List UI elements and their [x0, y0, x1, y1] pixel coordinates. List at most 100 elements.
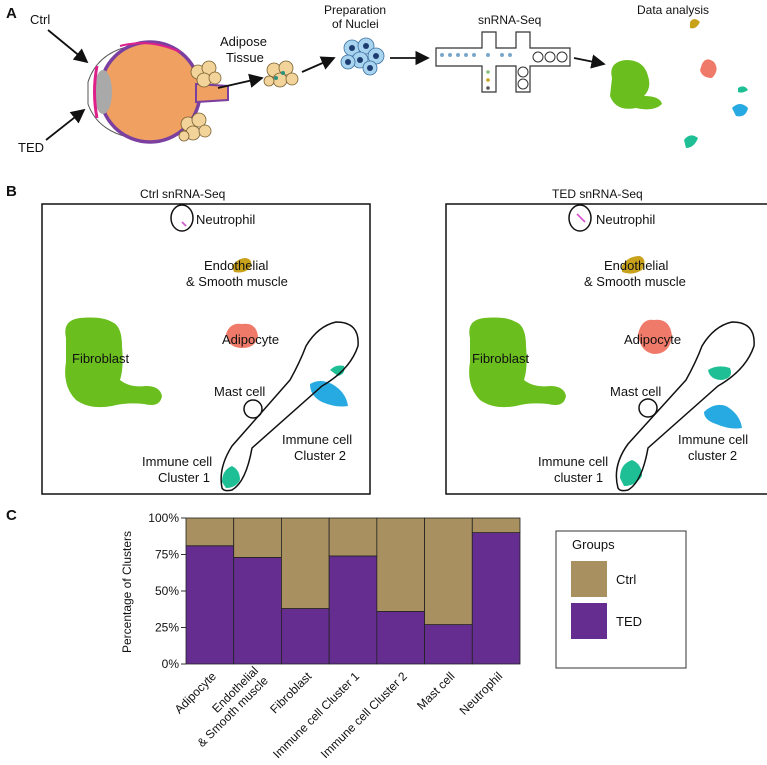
ctrl-immune-outline — [220, 321, 359, 492]
ted-adipocyte-label: Adipocyte — [624, 332, 681, 347]
eye-illustration — [87, 40, 229, 144]
y-tick-label: 100% — [148, 511, 179, 525]
arrow-to-nuclei — [301, 56, 336, 73]
adipose-cluster-top — [190, 60, 222, 88]
panel-a-letter: A — [6, 5, 17, 22]
prep-label-2: of Nuclei — [332, 17, 379, 31]
y-tick-label: 50% — [155, 584, 179, 598]
ctrl-mast-outline — [243, 399, 263, 419]
bar-ctrl-0 — [185, 517, 235, 547]
ctrl-endothelial-label-2: & Smooth muscle — [186, 274, 288, 289]
ted-endothelial-cluster — [622, 256, 645, 274]
ted-immune1-cluster — [620, 460, 642, 486]
bar-ctrl-4 — [376, 517, 425, 612]
x-tick-label: Immune cell Cluster 1 — [270, 669, 362, 761]
bar-ted-0 — [185, 545, 235, 665]
bar-ctrl-6 — [471, 517, 521, 534]
bar-ctrl-5 — [424, 517, 473, 625]
arrow-to-analysis — [573, 54, 606, 69]
ctrl-neutrophil-label: Neutrophil — [196, 212, 255, 227]
ctrl-immune1-cluster — [222, 466, 240, 488]
ctrl-label: Ctrl — [30, 12, 50, 27]
ted-endothelial-label-2: & Smooth muscle — [584, 274, 686, 289]
y-tick-label: 75% — [155, 548, 179, 562]
y-tick-label: 25% — [155, 621, 179, 635]
adipose-label-2: Tissue — [226, 50, 264, 65]
stacked-bars — [185, 517, 521, 665]
panel-b-letter: B — [6, 183, 17, 200]
ctrl-neutrophil-cluster — [181, 221, 187, 227]
ted-fibroblast-label: Fibroblast — [472, 351, 529, 366]
ted-immune2-cluster — [704, 404, 742, 429]
ctrl-neutrophil-outline — [170, 204, 194, 232]
legend-swatch-ted — [571, 603, 607, 639]
ted-immune2-label-2: cluster 2 — [688, 448, 737, 463]
legend-label-ted: TED — [616, 614, 642, 629]
ctrl-umap-title: Ctrl snRNA-Seq — [140, 187, 225, 201]
ctrl-arrow — [47, 29, 89, 64]
x-tick-label: Endothelial& Smooth muscle — [185, 663, 271, 749]
y-tick-label: 0% — [162, 657, 180, 671]
bar-ted-3 — [328, 555, 378, 665]
bar-ted-6 — [471, 532, 521, 665]
legend-label-ctrl: Ctrl — [616, 572, 636, 587]
ted-immune-outline — [615, 321, 755, 492]
nuclei-icon — [340, 37, 385, 76]
x-tick-label: Fibroblast — [267, 669, 315, 717]
ted-immune1-label-2: cluster 1 — [554, 470, 603, 485]
microfluidic-chip-icon — [435, 31, 571, 93]
ted-fibroblast-cluster — [469, 317, 566, 408]
ctrl-fibroblast-cluster — [65, 317, 162, 408]
bar-ctrl-2 — [281, 517, 330, 609]
ted-mast-label: Mast cell — [610, 384, 661, 399]
bar-ctrl-1 — [233, 517, 282, 558]
ted-neutrophil-outline — [568, 204, 592, 232]
x-tick-label: Neutrophil — [457, 669, 506, 718]
ctrl-immune1-upper — [330, 365, 345, 376]
ted-neutrophil-label: Neutrophil — [596, 212, 655, 227]
legend: Groups Ctrl TED — [555, 530, 687, 669]
arrow-to-tissue — [217, 73, 264, 89]
legend-box — [555, 530, 687, 669]
ctrl-endothelial-label-1: Endothelial — [204, 258, 268, 273]
ctrl-adipocyte-label: Adipocyte — [222, 332, 279, 347]
bar-ctrl-3 — [328, 517, 378, 557]
ted-immune1-upper — [708, 366, 731, 380]
adipose-label-1: Adipose — [220, 34, 267, 49]
panel-c: C Percentage of Clusters 0% 25% 50% 75% 100%… — [6, 507, 687, 761]
ctrl-immune1-label-2: Cluster 1 — [158, 470, 210, 485]
ted-mast-outline — [638, 398, 658, 418]
ted-immune1-label-1: Immune cell — [538, 454, 608, 469]
panel-b: B Ctrl snRNA-Seq Neutrophil Endothelial … — [6, 183, 767, 495]
ted-label: TED — [18, 140, 44, 155]
y-axis-ticks: 0% 25% 50% 75% 100% — [148, 511, 186, 671]
bar-ted-2 — [281, 608, 330, 665]
ctrl-immune2-label-2: Cluster 2 — [294, 448, 346, 463]
panel-a: A Ctrl TED Adipose Tissue — [6, 3, 748, 155]
ted-adipocyte-cluster — [638, 319, 672, 354]
snrna-label: snRNA-Seq — [478, 13, 541, 27]
ctrl-immune2-label-1: Immune cell — [282, 432, 352, 447]
adipose-tissue-icon — [263, 60, 299, 88]
adipose-cluster-bottom — [178, 112, 212, 142]
ted-immune2-label-1: Immune cell — [678, 432, 748, 447]
prep-label-1: Preparation — [324, 3, 386, 17]
ctrl-umap-clusters — [65, 204, 359, 492]
y-axis-label: Percentage of Clusters — [120, 531, 134, 653]
ted-neutrophil-cluster — [576, 213, 586, 223]
analysis-umap-thumbnail — [610, 19, 748, 148]
ted-endothelial-label-1: Endothelial — [604, 258, 668, 273]
bar-ted-4 — [376, 611, 425, 665]
ctrl-fibroblast-label: Fibroblast — [72, 351, 129, 366]
panel-c-letter: C — [6, 507, 17, 524]
ctrl-immune1-label-1: Immune cell — [142, 454, 212, 469]
x-tick-label: Immune cell Cluster 2 — [318, 669, 410, 761]
ted-arrow — [45, 108, 86, 141]
ted-umap-clusters — [469, 204, 755, 492]
legend-title: Groups — [572, 537, 615, 552]
ctrl-adipocyte-cluster — [226, 323, 258, 348]
ted-umap-title: TED snRNA-Seq — [552, 187, 643, 201]
ctrl-endothelial-cluster — [232, 258, 252, 273]
